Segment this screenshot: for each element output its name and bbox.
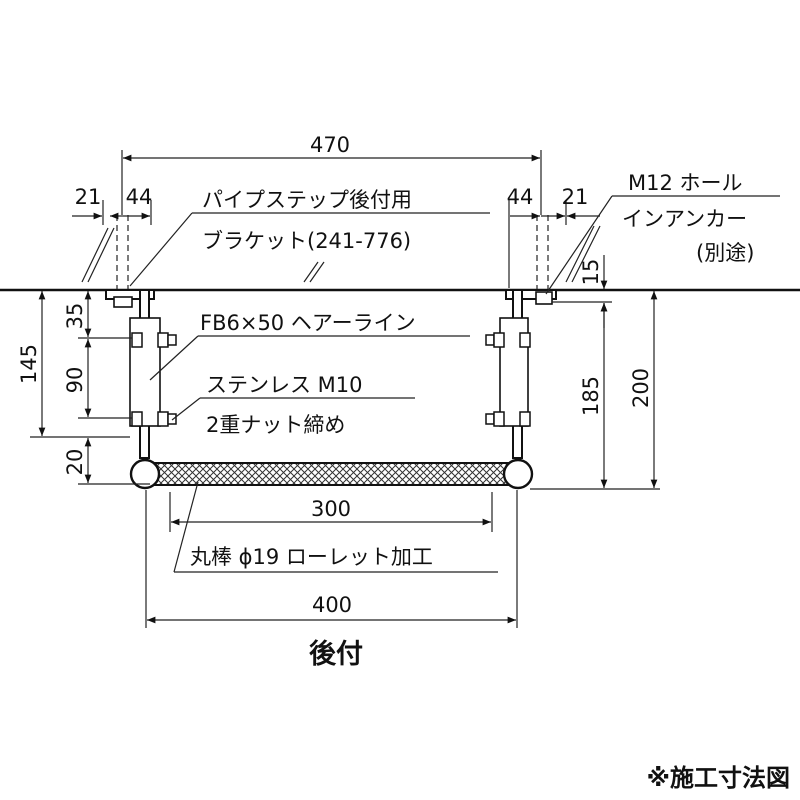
dim-145-label: 145 <box>17 344 41 384</box>
bracket-label-line1: パイプステップ後付用 <box>202 188 412 212</box>
dim-470-label: 470 <box>310 133 350 157</box>
dim-44-right-label: 44 <box>507 185 534 209</box>
bolt-label-line2: 2重ナット締め <box>206 413 345 437</box>
footnote: ※施工寸法図 <box>647 764 790 792</box>
dim-300-label: 300 <box>311 497 351 521</box>
surface-hatch <box>81 225 601 283</box>
dim-44-left-label: 44 <box>126 185 153 209</box>
view-title: 後付 <box>309 639 363 670</box>
left-bolt-upper <box>131 332 177 348</box>
dim-35-label: 35 <box>63 303 87 330</box>
dim-470: 470 <box>121 133 542 215</box>
anchor-callout: M12 ホール インアンカー (別途) <box>545 171 780 295</box>
dim-15-label: 15 <box>579 259 603 286</box>
right-bolt-lower <box>485 411 531 427</box>
dim-21-left-label: 21 <box>75 185 102 209</box>
rod-callout: 丸棒 ϕ19 ローレット加工 <box>173 481 498 573</box>
dim-21-right-label: 21 <box>562 185 589 209</box>
dim-20-label: 20 <box>63 449 87 476</box>
anchor-label-line1: M12 ホール <box>628 171 743 195</box>
rod-label: 丸棒 ϕ19 ローレット加工 <box>190 545 433 569</box>
flatbar-callout: FB6×50 ヘアーライン <box>149 311 470 381</box>
left-bracket <box>105 289 177 459</box>
dim-400-label: 400 <box>312 593 352 617</box>
left-bolt-lower <box>131 411 177 427</box>
round-rod <box>129 458 534 490</box>
left-anchor-hidden <box>116 215 129 290</box>
bolt-callout: ステンレス M10 2重ナット締め <box>171 373 415 437</box>
right-bolt-upper <box>485 332 531 348</box>
dim-left-offsets: 21 44 <box>72 185 152 225</box>
dim-35-90-20: 35 90 20 <box>63 291 150 485</box>
flatbar-label: FB6×50 ヘアーライン <box>200 311 416 335</box>
dim-185-label: 185 <box>579 376 603 416</box>
bolt-label-line1: ステンレス M10 <box>206 373 363 397</box>
dim-90-label: 90 <box>63 367 87 394</box>
right-bracket <box>485 289 557 459</box>
bracket-label-line2: ブラケット(241-776) <box>202 229 411 253</box>
anchor-label-line2: インアンカー <box>622 207 747 231</box>
dim-185: 185 <box>530 303 660 490</box>
anchor-label-line3: (別途) <box>696 241 754 265</box>
dim-200-label: 200 <box>629 368 653 408</box>
dim-15: 15 <box>552 255 612 328</box>
right-anchor-hidden <box>536 215 549 290</box>
dim-145: 145 <box>17 291 130 438</box>
dim-right-offsets: 44 21 <box>507 185 600 288</box>
dim-200: 200 <box>629 291 658 488</box>
dim-300: 300 <box>169 492 493 532</box>
bracket-callout: パイプステップ後付用 ブラケット(241-776) <box>129 188 490 287</box>
dim-400: 400 <box>145 490 518 628</box>
